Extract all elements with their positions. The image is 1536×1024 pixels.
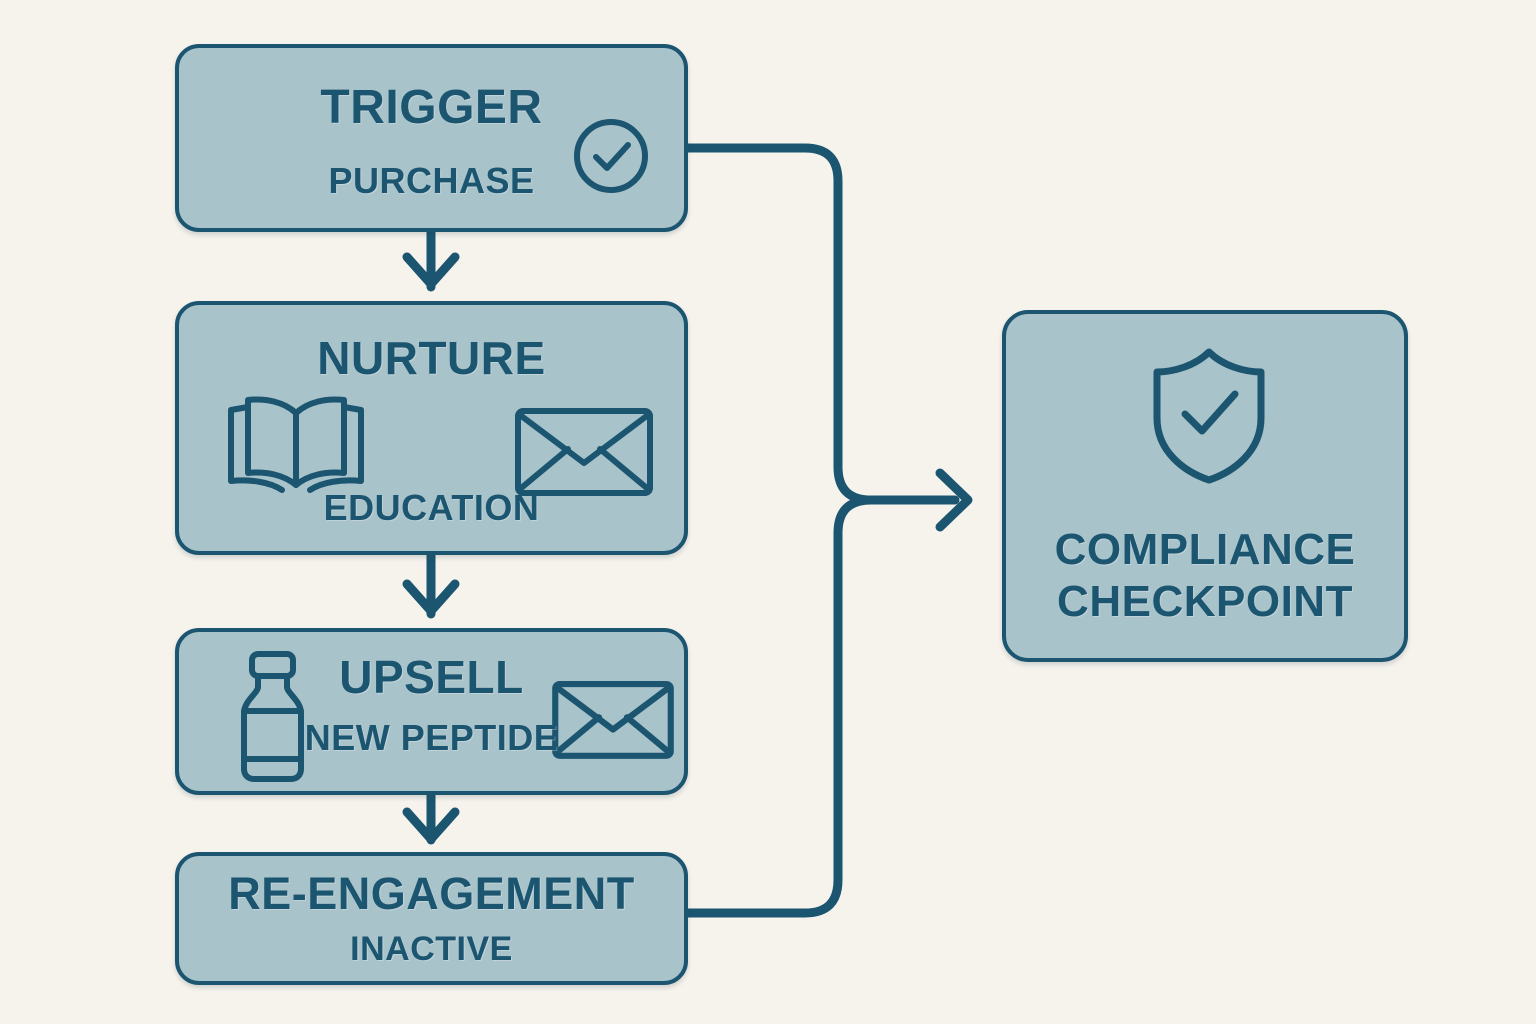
- node-upsell-subtitle: NEW PEPTIDE: [304, 717, 559, 758]
- open-book-icon: [222, 391, 370, 495]
- node-compliance-checkpoint[interactable]: COMPLIANCE CHECKPOINT: [1002, 310, 1408, 662]
- node-upsell-title: UPSELL: [339, 651, 524, 703]
- arrowhead-upsell-reengagement: [402, 807, 460, 844]
- node-trigger[interactable]: TRIGGER PURCHASE: [175, 44, 688, 232]
- node-trigger-subtitle: PURCHASE: [328, 160, 535, 201]
- node-upsell[interactable]: UPSELL NEW PEPTIDE: [175, 628, 688, 795]
- arrowhead-nurture-upsell: [402, 579, 460, 616]
- node-trigger-title: TRIGGER: [320, 81, 543, 134]
- arrowhead-to-compliance: [935, 468, 973, 532]
- vial-icon: [231, 649, 313, 783]
- edge-trigger-to-compliance: [683, 143, 960, 505]
- envelope-icon: [512, 401, 656, 501]
- shield-check-icon: [1147, 346, 1271, 486]
- edge-reengagement-to-compliance: [683, 495, 876, 918]
- node-reengagement[interactable]: RE-ENGAGEMENT INACTIVE: [175, 852, 688, 985]
- node-reengagement-subtitle: INACTIVE: [350, 930, 513, 968]
- envelope-icon: [550, 675, 676, 763]
- node-reengagement-title: RE-ENGAGEMENT: [228, 868, 635, 919]
- check-circle-icon: [565, 110, 657, 202]
- arrowhead-trigger-nurture: [402, 252, 460, 289]
- node-nurture[interactable]: NURTURE EDUCATION: [175, 301, 688, 555]
- node-nurture-subtitle: EDUCATION: [323, 487, 540, 528]
- node-compliance-title: COMPLIANCE CHECKPOINT: [1054, 525, 1356, 626]
- node-nurture-title: NURTURE: [317, 332, 546, 384]
